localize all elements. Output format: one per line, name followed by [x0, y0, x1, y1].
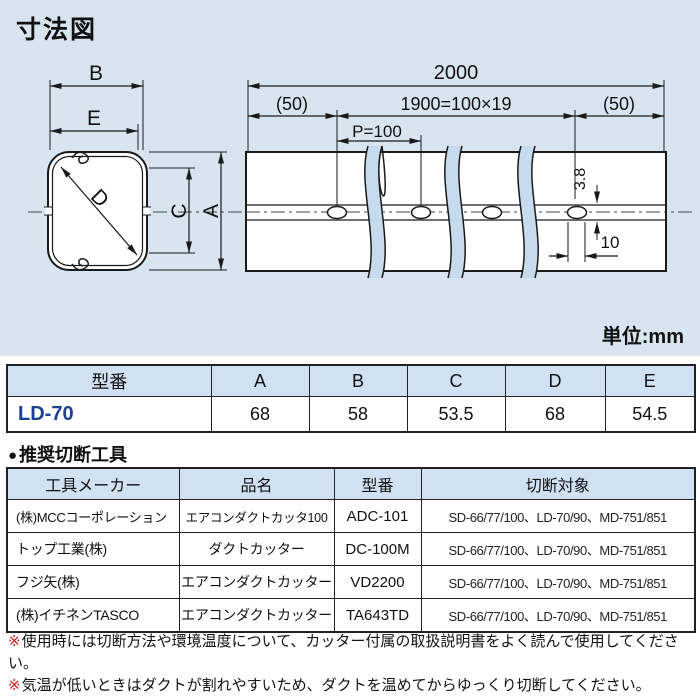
tool-name: エアコンダクトカッター [178, 565, 335, 599]
dim-value-a: 68 [210, 396, 310, 433]
dim-header-model: 型番 [6, 364, 212, 397]
dim-label-pitch: P=100 [352, 122, 402, 141]
unit-label: 単位:mm [601, 326, 684, 348]
tools-table-header-row: 工具メーカー 品名 型番 切断対象 [6, 467, 696, 500]
note-marker: ※ [8, 677, 21, 694]
dimension-table-header-row: 型番 A B C D E [6, 364, 696, 397]
tool-name: ダクトカッター [178, 532, 335, 566]
tool-model: TA643TD [333, 598, 422, 633]
tools-header-maker: 工具メーカー [6, 467, 180, 500]
tools-table: 工具メーカー 品名 型番 切断対象 (株)MCCコーポレーション エアコンダクト… [6, 467, 696, 633]
tool-model: DC-100M [333, 532, 422, 566]
footnote-line: ※気温が低いときはダクトが割れやすいため、ダクトを温めてからゆっくり切断してくだ… [8, 675, 700, 697]
footnote-text: 気温が低いときはダクトが割れやすいため、ダクトを温めてからゆっくり切断してくださ… [21, 677, 651, 694]
dim-value-d: 68 [504, 396, 606, 433]
bullet-icon: ● [8, 447, 18, 464]
dim-value-e: 54.5 [604, 396, 696, 433]
footnotes: ※使用時には切断方法や環境温度について、カッター付属の取扱説明書をよく読んで使用… [8, 631, 700, 697]
cross-section-drawing [44, 80, 227, 271]
tool-model: VD2200 [333, 565, 422, 599]
dim-label-end-left: (50) [276, 94, 308, 114]
tool-maker: (株)MCCコーポレーション [6, 499, 180, 533]
dim-label-e: E [87, 107, 101, 130]
table-row: LD-70 68 58 53.5 68 54.5 [6, 396, 696, 433]
tool-maker: フジ矢(株) [6, 565, 180, 599]
dim-label-a: A [200, 204, 223, 218]
table-row: フジ矢(株) エアコンダクトカッター VD2200 SD-66/77/100、L… [6, 565, 696, 599]
dim-label-end-right: (50) [603, 94, 635, 114]
tool-maker: (株)イチネンTASCO [6, 598, 180, 633]
dim-header-e: E [604, 364, 696, 397]
dim-header-a: A [210, 364, 310, 397]
dim-label-total-length: 2000 [434, 62, 479, 84]
table-row: (株)MCCコーポレーション エアコンダクトカッタ100 ADC-101 SD-… [6, 499, 696, 533]
dim-header-c: C [406, 364, 506, 397]
note-marker: ※ [8, 633, 21, 650]
dim-header-b: B [308, 364, 408, 397]
dim-label-slot-width: 3.8 [572, 168, 589, 190]
dim-value-b: 58 [308, 396, 408, 433]
cut-target: SD-66/77/100、LD-70/90、MD-751/851 [420, 499, 696, 533]
dim-label-c: C [168, 203, 191, 218]
tool-name: エアコンダクトカッタ100 [178, 499, 335, 533]
tools-header-name: 品名 [178, 467, 335, 500]
footnote-text: 使用時には切断方法や環境温度について、カッター付属の取扱説明書をよく読んで使用し… [8, 633, 679, 672]
tool-model: ADC-101 [333, 499, 422, 533]
dim-label-b: B [89, 62, 103, 85]
tools-section-title: ●推奨切断工具 [8, 441, 127, 467]
duct-labels: 2000 (50) 1900=100×19 (50) P=100 3.8 10 [276, 62, 635, 252]
tools-header-target: 切断対象 [420, 467, 696, 500]
page-title: 寸法図 [16, 16, 98, 44]
cut-target: SD-66/77/100、LD-70/90、MD-751/851 [420, 565, 696, 599]
model-number: LD-70 [6, 396, 212, 433]
table-row: (株)イチネンTASCO エアコンダクトカッター TA643TD SD-66/7… [6, 598, 696, 633]
dim-value-c: 53.5 [406, 396, 506, 433]
duct-drawing [245, 80, 667, 279]
break-lines [364, 145, 539, 279]
cut-target: SD-66/77/100、LD-70/90、MD-751/851 [420, 532, 696, 566]
dimension-diagram: B E D C A [28, 62, 696, 279]
tools-section-title-text: 推奨切断工具 [19, 445, 128, 465]
tool-name: エアコンダクトカッター [178, 598, 335, 633]
dim-header-d: D [504, 364, 606, 397]
footnote-line: ※使用時には切断方法や環境温度について、カッター付属の取扱説明書をよく読んで使用… [8, 631, 700, 675]
tool-maker: トップ工業(株) [6, 532, 180, 566]
table-row: トップ工業(株) ダクトカッター DC-100M SD-66/77/100、LD… [6, 532, 696, 566]
dim-label-slot-length: 10 [601, 233, 620, 252]
tools-header-model: 型番 [333, 467, 422, 500]
cut-target: SD-66/77/100、LD-70/90、MD-751/851 [420, 598, 696, 633]
dimension-table: 型番 A B C D E LD-70 68 58 53.5 68 54.5 [6, 364, 696, 433]
dim-label-holes-span: 1900=100×19 [400, 94, 511, 114]
